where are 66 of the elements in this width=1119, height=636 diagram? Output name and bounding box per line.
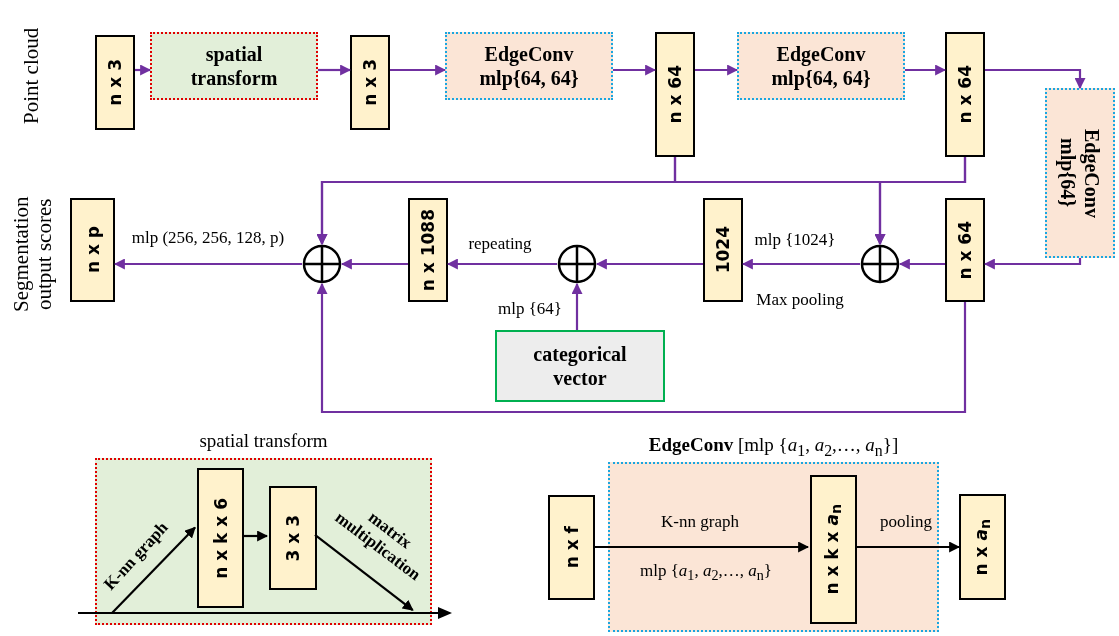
arrow xyxy=(316,282,967,414)
edgeconv-box xyxy=(1045,88,1115,258)
dim-box xyxy=(945,198,985,302)
arrow xyxy=(242,530,269,542)
dimension-label: n x 1088 xyxy=(418,208,438,292)
arrow xyxy=(905,64,947,76)
edge-label: mlp {64} xyxy=(498,299,562,319)
arrow xyxy=(855,541,961,553)
arrow xyxy=(113,258,302,270)
box-label: categorical vector xyxy=(532,342,628,390)
arrow xyxy=(571,282,583,330)
dimension-label: n x p xyxy=(82,226,103,274)
box-label: spatial transform xyxy=(189,42,279,90)
dim-box xyxy=(959,494,1006,600)
dim-box xyxy=(810,475,857,624)
side-label: Point cloud xyxy=(20,26,44,127)
dim-box xyxy=(197,468,244,608)
arrow xyxy=(613,64,657,76)
dim-box xyxy=(269,486,317,590)
arrow xyxy=(340,258,408,270)
edge-label: K-nn graph xyxy=(661,512,739,532)
edgeconv-box xyxy=(737,32,905,100)
arrow xyxy=(390,64,447,76)
arrow xyxy=(874,157,967,246)
arrow xyxy=(695,64,739,76)
panel-heading: EdgeConv [mlp {a$_{1}$, a$_{2}$,…, a$_{n}$}] xyxy=(647,434,900,460)
arrow xyxy=(446,258,557,270)
dimension-label: n x k x 6 xyxy=(210,497,231,579)
annotation-label: mlp {a$_{1}$, a$_{2}$,…, a$_{n}$} xyxy=(640,560,772,584)
dim-box xyxy=(945,32,985,157)
dim-box xyxy=(350,35,390,130)
arrow xyxy=(983,258,1082,270)
edge-label: mlp {1024} xyxy=(754,230,836,250)
arrow xyxy=(985,68,1086,90)
dimension-label: 3 x 3 xyxy=(283,514,303,562)
arrow xyxy=(595,258,703,270)
input-box xyxy=(495,330,665,402)
panel-heading: spatial transform xyxy=(198,430,329,452)
arrow xyxy=(314,534,414,612)
dim-box xyxy=(548,495,595,600)
box-label: EdgeConv mlp{64, 64} xyxy=(770,42,872,90)
dimension-label: n x 64 xyxy=(665,65,685,124)
dim-box xyxy=(408,198,448,302)
arrow xyxy=(318,64,352,76)
dimension-label: n x 3 xyxy=(105,59,125,106)
arrow xyxy=(135,64,152,76)
dimension-label: n x 3 xyxy=(360,59,380,106)
arrow xyxy=(111,526,196,614)
edge-label: mlp (256, 256, 128, p) xyxy=(131,228,285,248)
side-label: Segmentation output scores xyxy=(10,195,58,315)
arrow xyxy=(898,258,945,270)
arrow xyxy=(741,258,860,270)
box-label: EdgeConv mlp{64} xyxy=(1056,127,1104,220)
dim-box xyxy=(655,32,695,157)
edge-label: repeating xyxy=(468,234,532,254)
transform-box xyxy=(150,32,318,100)
edgeconv-box xyxy=(445,32,613,100)
annotation-label: Max pooling xyxy=(756,290,844,310)
dimension-label: n x 64 xyxy=(955,220,975,280)
dimension-label: n x f xyxy=(561,526,582,569)
box-label: EdgeConv mlp{64, 64} xyxy=(478,42,580,90)
dimension-label: 1024 xyxy=(713,226,733,274)
dimension-label: n x 64 xyxy=(955,65,975,124)
edge-label: pooling xyxy=(880,512,932,532)
dim-box xyxy=(703,198,743,302)
arrow xyxy=(595,541,810,553)
